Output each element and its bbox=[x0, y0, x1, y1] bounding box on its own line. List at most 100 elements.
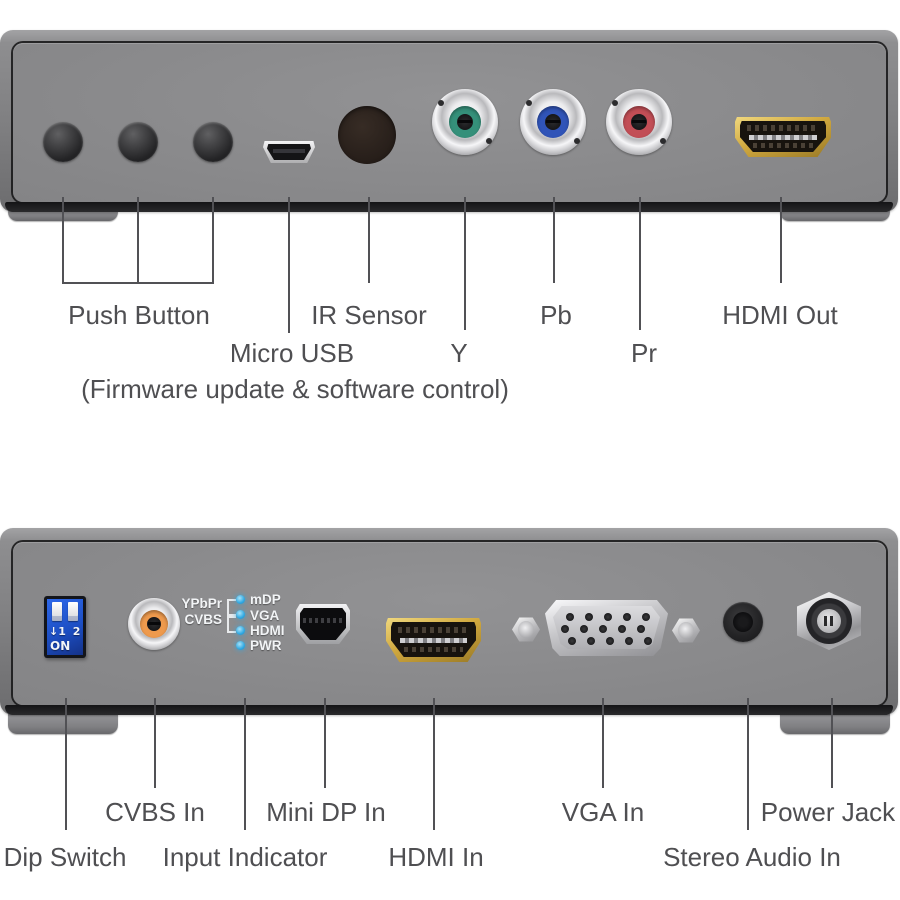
dip-switch-slider-2 bbox=[68, 602, 78, 621]
ir-sensor-window bbox=[338, 106, 396, 164]
label-micro-usb: Micro USB bbox=[229, 338, 355, 368]
label-push-button: Push Button bbox=[68, 300, 210, 330]
mini-dp-port bbox=[296, 604, 350, 644]
vga-pin-hole bbox=[637, 625, 645, 633]
hdmi-out-pins bbox=[747, 125, 819, 131]
stereo-audio-jack bbox=[723, 602, 763, 642]
power-jack-slot bbox=[824, 616, 827, 626]
power-jack-slot bbox=[830, 616, 833, 626]
label-micro-usb-note: (Firmware update & software control) bbox=[81, 374, 509, 404]
callout-line-hdmi-in bbox=[433, 698, 435, 830]
dip-switch-scale: ↓1 2 bbox=[49, 625, 81, 638]
label-stereo-audio-in: Stereo Audio In bbox=[663, 842, 841, 872]
callout-line-mini-dp bbox=[324, 698, 326, 788]
power-jack-pin bbox=[817, 609, 841, 633]
led-label-hdmi: HDMI bbox=[250, 623, 285, 638]
push-button-3 bbox=[193, 122, 233, 162]
rca-notch bbox=[612, 100, 618, 106]
device-rear-panel bbox=[0, 30, 898, 212]
label-mini-dp-in: Mini DP In bbox=[266, 797, 386, 827]
vga-port bbox=[545, 600, 668, 656]
label-hdmi-in: HDMI In bbox=[388, 842, 484, 872]
vga-screw-right-core bbox=[678, 622, 694, 639]
led-mdp bbox=[236, 595, 245, 604]
dip-switch-slider-1 bbox=[52, 602, 62, 621]
callout-line-button-2 bbox=[137, 197, 139, 283]
component-y-jack bbox=[432, 89, 498, 155]
component-pb-jack bbox=[520, 89, 586, 155]
push-button-1 bbox=[43, 122, 83, 162]
label-power-jack: Power Jack bbox=[760, 797, 896, 827]
hdmi-in-tongue bbox=[400, 638, 467, 643]
mini-dp-cavity bbox=[300, 608, 346, 640]
led-hdmi bbox=[236, 626, 245, 635]
callout-line-stereo-audio bbox=[747, 698, 749, 830]
vga-pin-hole bbox=[618, 625, 626, 633]
mini-dp-pins bbox=[303, 618, 343, 623]
callout-line-power-jack bbox=[831, 698, 833, 788]
front-bottom-lip bbox=[5, 705, 893, 715]
hdmi-in-pins-lower bbox=[404, 647, 463, 652]
vga-pin-hole bbox=[623, 613, 631, 621]
hdmi-out-pins-lower bbox=[753, 143, 813, 148]
indicator-bracket-cvbs bbox=[227, 614, 236, 633]
vga-pin-hole bbox=[585, 613, 593, 621]
indicator-bracket-ypbpr bbox=[227, 599, 236, 618]
power-jack bbox=[797, 592, 861, 650]
component-pb-slot bbox=[546, 120, 560, 123]
led-label-mdp: mDP bbox=[250, 592, 281, 607]
component-pr-slot bbox=[632, 120, 646, 123]
vga-pin-hole bbox=[587, 637, 595, 645]
rca-notch bbox=[660, 138, 666, 144]
callout-line-pr bbox=[639, 197, 641, 330]
label-input-indicator: Input Indicator bbox=[162, 842, 328, 872]
device-front-panel: ↓1 2 ON YPbPr CVBS mDP VGA HDMI PWR bbox=[0, 528, 898, 715]
vga-pin-hole bbox=[642, 613, 650, 621]
callout-bracket-push-buttons bbox=[62, 282, 214, 284]
indicator-source-ypbpr: YPbPr bbox=[181, 596, 222, 611]
vga-pin-hole bbox=[606, 637, 614, 645]
micro-usb-port bbox=[263, 141, 315, 163]
hdmi-in-pins bbox=[398, 627, 469, 633]
rca-notch bbox=[526, 100, 532, 106]
rca-notch bbox=[486, 138, 492, 144]
rear-bottom-lip bbox=[5, 202, 893, 212]
rca-notch bbox=[438, 100, 444, 106]
vga-pin-hole bbox=[604, 613, 612, 621]
label-pb: Pb bbox=[540, 300, 572, 330]
callout-line-vga bbox=[602, 698, 604, 788]
label-vga-in: VGA In bbox=[561, 797, 645, 827]
vga-pin-hole bbox=[566, 613, 574, 621]
hdmi-out-port bbox=[735, 117, 831, 157]
stereo-audio-hole bbox=[733, 612, 753, 632]
label-cvbs-in: CVBS In bbox=[105, 797, 205, 827]
led-vga bbox=[236, 610, 245, 619]
rca-notch bbox=[574, 138, 580, 144]
cvbs-slot bbox=[148, 622, 160, 625]
vga-pin-hole bbox=[599, 625, 607, 633]
vga-pin-hole bbox=[580, 625, 588, 633]
callout-line-pb bbox=[553, 197, 555, 283]
component-pr-jack bbox=[606, 89, 672, 155]
callout-line-dip-switch bbox=[65, 698, 67, 830]
callout-line-ir-sensor bbox=[368, 197, 370, 283]
vga-pin-hole bbox=[625, 637, 633, 645]
callout-line-button-1 bbox=[62, 197, 64, 283]
hdmi-out-tongue bbox=[749, 135, 817, 140]
callout-line-button-3 bbox=[212, 197, 214, 283]
callout-line-cvbs bbox=[154, 698, 156, 788]
callout-line-hdmi-out bbox=[780, 197, 782, 283]
label-dip-switch: Dip Switch bbox=[3, 842, 127, 872]
led-pwr bbox=[236, 641, 245, 650]
callout-line-y bbox=[464, 197, 466, 330]
push-button-2 bbox=[118, 122, 158, 162]
vga-screw-left-core bbox=[518, 621, 534, 638]
led-label-pwr: PWR bbox=[250, 638, 282, 653]
dip-switch: ↓1 2 ON bbox=[44, 596, 86, 658]
vga-pin-hole bbox=[568, 637, 576, 645]
indicator-source-cvbs: CVBS bbox=[184, 612, 222, 627]
micro-usb-tongue bbox=[273, 149, 305, 153]
callout-line-input-indicator bbox=[244, 698, 246, 830]
cvbs-jack bbox=[128, 598, 180, 650]
hdmi-in-port bbox=[386, 618, 481, 662]
